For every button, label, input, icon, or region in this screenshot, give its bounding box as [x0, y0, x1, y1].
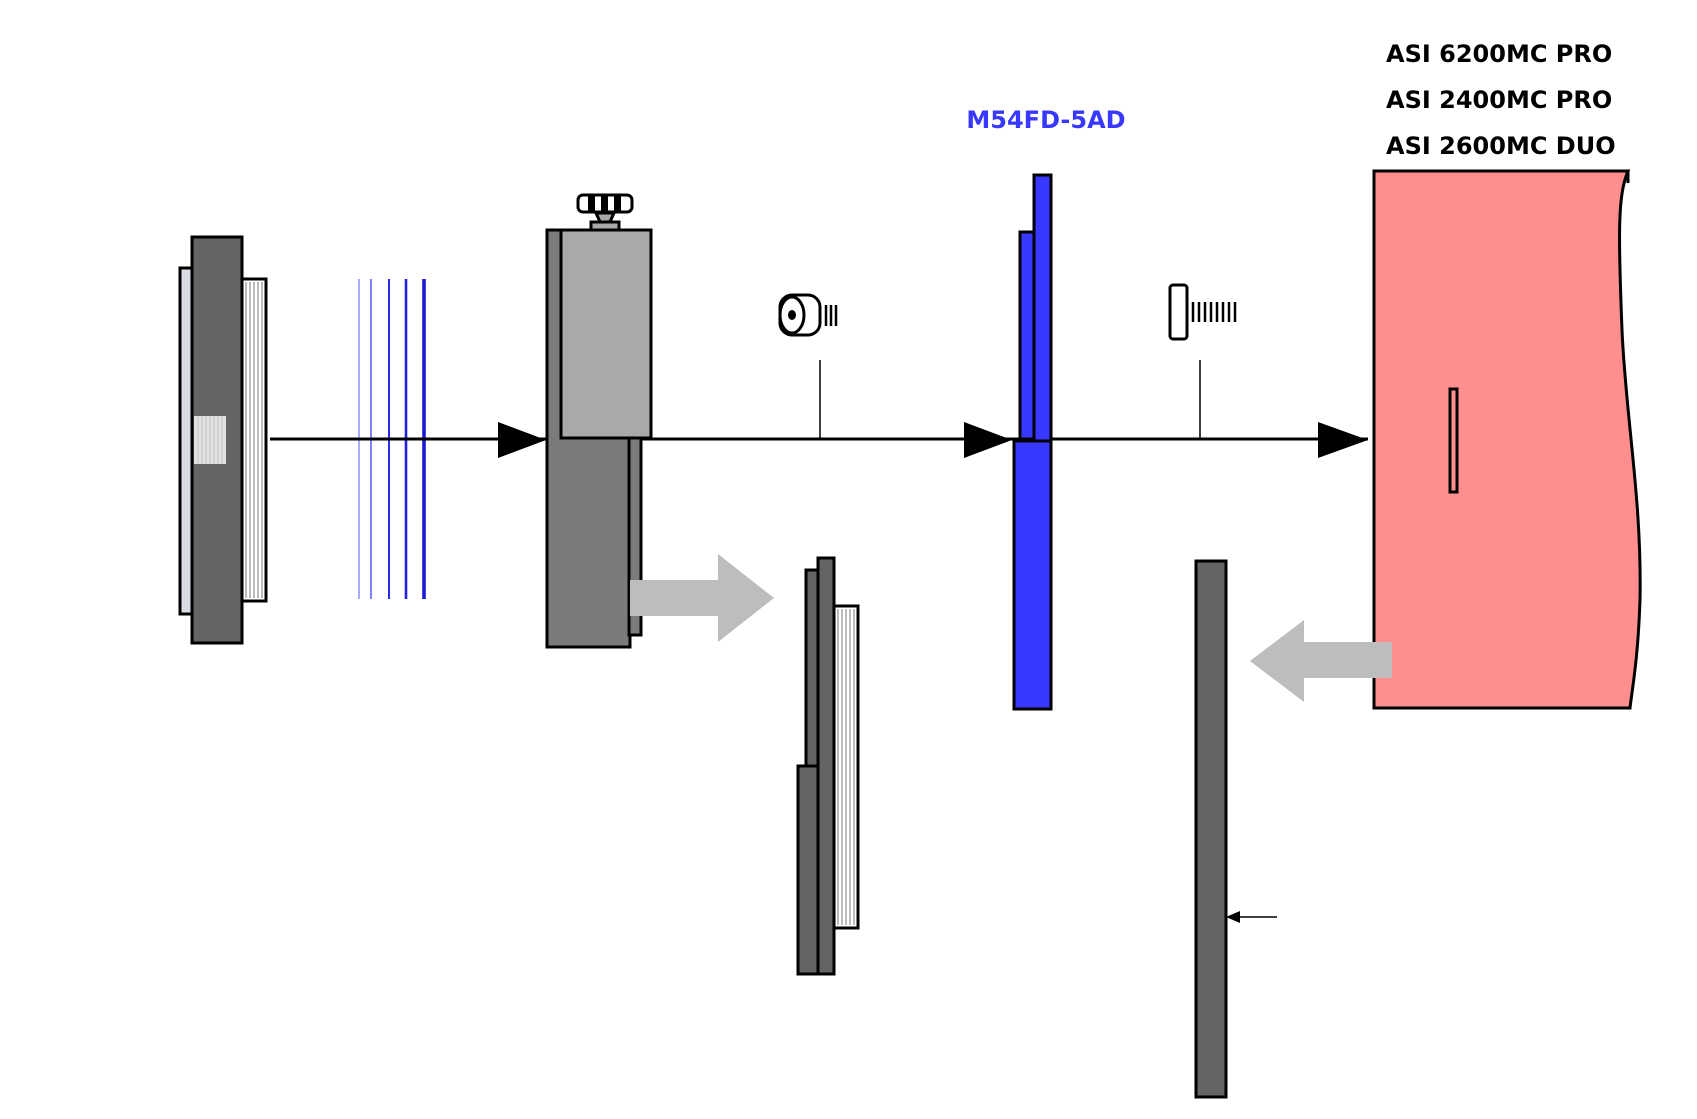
focuser-knob-icon: [576, 193, 634, 232]
removed-camera-plate: [1194, 559, 1228, 1099]
optical-path-arrow-icon: [498, 422, 546, 458]
filter-drawer-upper-body: [559, 228, 653, 440]
camera-sensor-slot: [1448, 387, 1459, 494]
move-hint-arrow-icon: [1250, 620, 1392, 702]
adapter-label: M54FD-5AD: [966, 106, 1125, 134]
camera-model-label: ASI 2600MC DUO: [1386, 132, 1616, 160]
plate-pointer-arrow-icon: [1226, 911, 1240, 923]
filter-drawer: [545, 193, 653, 649]
t-adapter: [178, 235, 268, 645]
optical-path-arrow-icon: [1318, 422, 1368, 458]
optical-path-arrow-icon: [964, 422, 1012, 458]
m54fd-adapter: [1012, 173, 1053, 711]
removed-adapter-part: [796, 556, 860, 976]
move-hint-arrow-icon: [630, 554, 774, 642]
spacer-ring-icon: [778, 293, 838, 337]
camera-body: [1372, 169, 1642, 710]
screw-icon: [1168, 283, 1237, 341]
camera-model-label: ASI 6200MC PRO: [1386, 40, 1612, 68]
camera-model-label: ASI 2400MC PRO: [1386, 86, 1612, 114]
